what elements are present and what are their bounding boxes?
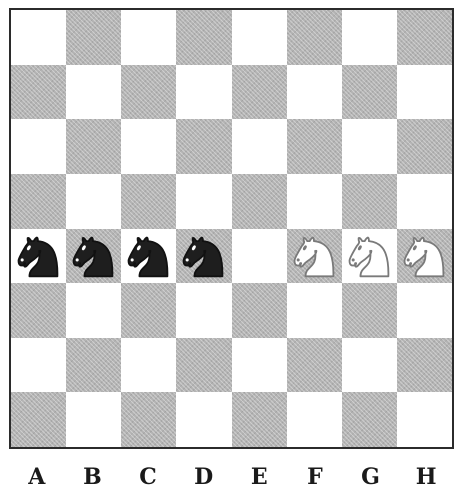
square-f3[interactable] [287, 283, 342, 338]
black-knight-icon[interactable] [66, 229, 121, 284]
square-h3[interactable] [397, 283, 452, 338]
black-knight-icon[interactable] [11, 229, 66, 284]
square-a5[interactable] [11, 174, 66, 229]
square-e6[interactable] [232, 119, 287, 174]
square-h8[interactable] [397, 10, 452, 65]
square-e7[interactable] [232, 65, 287, 120]
square-e1[interactable] [232, 392, 287, 447]
square-a6[interactable] [11, 119, 66, 174]
square-b6[interactable] [66, 119, 121, 174]
square-d3[interactable] [176, 283, 231, 338]
square-b2[interactable] [66, 338, 121, 393]
square-e4[interactable] [232, 229, 287, 284]
chess-board [9, 8, 454, 449]
square-f6[interactable] [287, 119, 342, 174]
square-g3[interactable] [342, 283, 397, 338]
square-h2[interactable] [397, 338, 452, 393]
square-g1[interactable] [342, 392, 397, 447]
square-d1[interactable] [176, 392, 231, 447]
file-label-b: B [65, 462, 121, 492]
square-f1[interactable] [287, 392, 342, 447]
square-e5[interactable] [232, 174, 287, 229]
square-f4[interactable] [287, 229, 342, 284]
file-label-d: D [176, 462, 232, 492]
white-knight-icon[interactable] [342, 229, 397, 284]
square-c8[interactable] [121, 10, 176, 65]
square-c3[interactable] [121, 283, 176, 338]
square-f2[interactable] [287, 338, 342, 393]
square-a3[interactable] [11, 283, 66, 338]
square-h1[interactable] [397, 392, 452, 447]
black-knight-icon[interactable] [121, 229, 176, 284]
square-g2[interactable] [342, 338, 397, 393]
square-d6[interactable] [176, 119, 231, 174]
file-label-f: F [287, 462, 343, 492]
square-a7[interactable] [11, 65, 66, 120]
square-c4[interactable] [121, 229, 176, 284]
square-a1[interactable] [11, 392, 66, 447]
square-b5[interactable] [66, 174, 121, 229]
file-label-e: E [232, 462, 288, 492]
square-e8[interactable] [232, 10, 287, 65]
square-g7[interactable] [342, 65, 397, 120]
square-f7[interactable] [287, 65, 342, 120]
square-c7[interactable] [121, 65, 176, 120]
square-b4[interactable] [66, 229, 121, 284]
file-label-g: G [343, 462, 399, 492]
square-c5[interactable] [121, 174, 176, 229]
square-e2[interactable] [232, 338, 287, 393]
square-d7[interactable] [176, 65, 231, 120]
file-label-c: C [120, 462, 176, 492]
square-g4[interactable] [342, 229, 397, 284]
square-g6[interactable] [342, 119, 397, 174]
square-d8[interactable] [176, 10, 231, 65]
square-d5[interactable] [176, 174, 231, 229]
square-b1[interactable] [66, 392, 121, 447]
square-d4[interactable] [176, 229, 231, 284]
square-g8[interactable] [342, 10, 397, 65]
square-c1[interactable] [121, 392, 176, 447]
square-b7[interactable] [66, 65, 121, 120]
square-h4[interactable] [397, 229, 452, 284]
square-h6[interactable] [397, 119, 452, 174]
square-f8[interactable] [287, 10, 342, 65]
file-labels: A B C D E F G H [9, 462, 454, 492]
square-a8[interactable] [11, 10, 66, 65]
square-h5[interactable] [397, 174, 452, 229]
square-h7[interactable] [397, 65, 452, 120]
file-label-a: A [9, 462, 65, 492]
square-g5[interactable] [342, 174, 397, 229]
square-a2[interactable] [11, 338, 66, 393]
square-b8[interactable] [66, 10, 121, 65]
square-c2[interactable] [121, 338, 176, 393]
file-label-h: H [398, 462, 454, 492]
black-knight-icon[interactable] [176, 229, 231, 284]
square-d2[interactable] [176, 338, 231, 393]
square-c6[interactable] [121, 119, 176, 174]
white-knight-icon[interactable] [287, 229, 342, 284]
square-f5[interactable] [287, 174, 342, 229]
square-b3[interactable] [66, 283, 121, 338]
square-e3[interactable] [232, 283, 287, 338]
square-a4[interactable] [11, 229, 66, 284]
white-knight-icon[interactable] [397, 229, 452, 284]
